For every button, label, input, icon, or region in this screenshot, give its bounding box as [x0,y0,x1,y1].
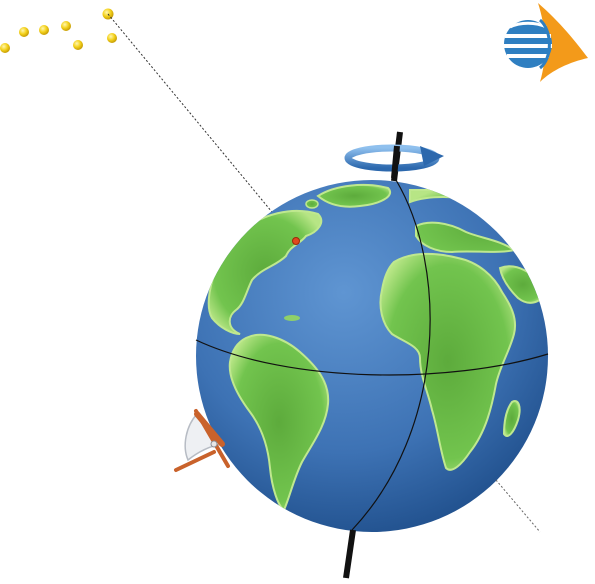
horizon-reference-line [495,479,541,533]
rotation-axis-front [391,145,400,179]
earth-globe [195,179,549,532]
line-of-sight [107,13,297,242]
landmass-greenland [316,183,391,208]
globe-sail-logo-icon [504,3,588,82]
equator-line [195,339,549,376]
landmass-africa [379,252,516,471]
star [61,21,71,31]
rotation-axis-bottom [343,529,356,579]
star [107,33,117,43]
meridian-line [351,179,431,531]
star [19,27,29,37]
observer-position-marker [292,237,300,245]
star [0,43,10,53]
star [73,40,83,50]
star [39,25,49,35]
sextant-icon [174,409,230,472]
star-cluster-icon [0,8,117,53]
